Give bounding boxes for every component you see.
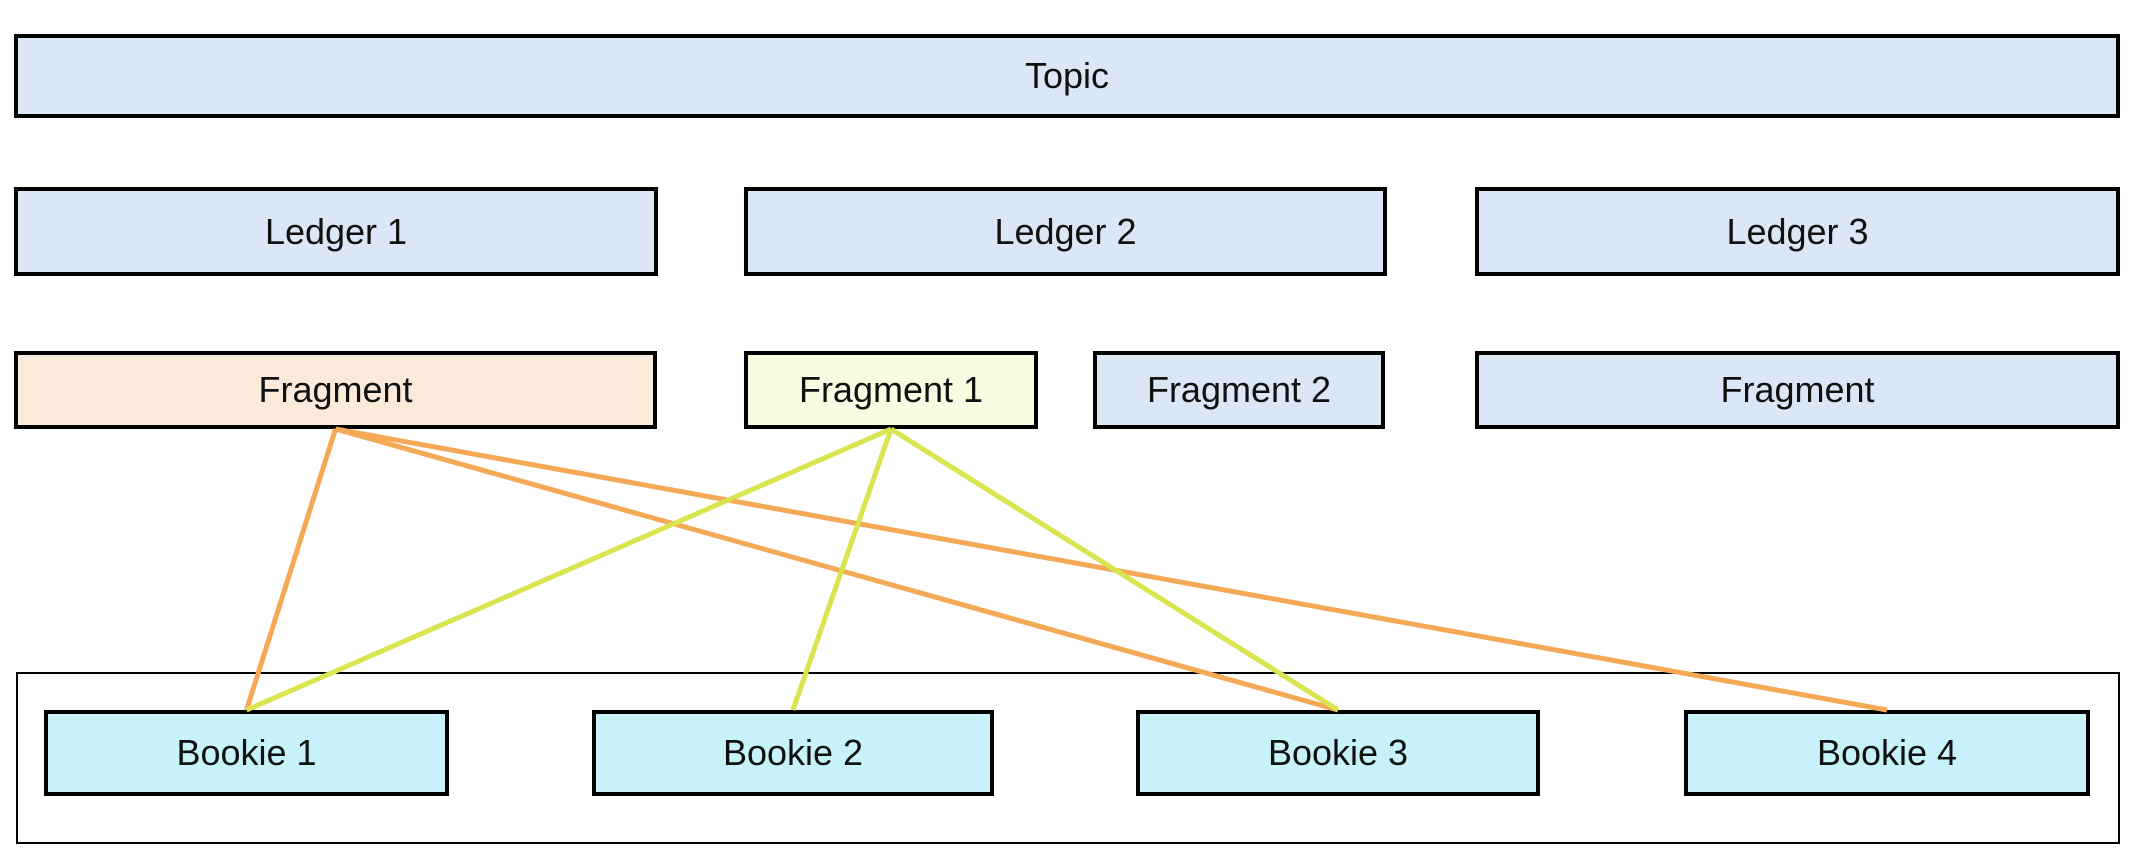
bookie-2-box: Bookie 2 [592, 710, 994, 796]
fragment-2-box: Fragment 2 [1093, 351, 1385, 429]
bookie-3-box: Bookie 3 [1136, 710, 1540, 796]
bookie-1-box: Bookie 1 [44, 710, 449, 796]
ledger-2-box: Ledger 2 [744, 187, 1387, 276]
fragment-1-box: Fragment 1 [744, 351, 1038, 429]
ledger-3-box: Ledger 3 [1475, 187, 2120, 276]
bookie-4-box: Bookie 4 [1684, 710, 2090, 796]
fragment-box-peach: Fragment [14, 351, 657, 429]
ledger-1-box: Ledger 1 [14, 187, 658, 276]
topic-box: Topic [14, 34, 2120, 118]
fragment-box-right: Fragment [1475, 351, 2120, 429]
